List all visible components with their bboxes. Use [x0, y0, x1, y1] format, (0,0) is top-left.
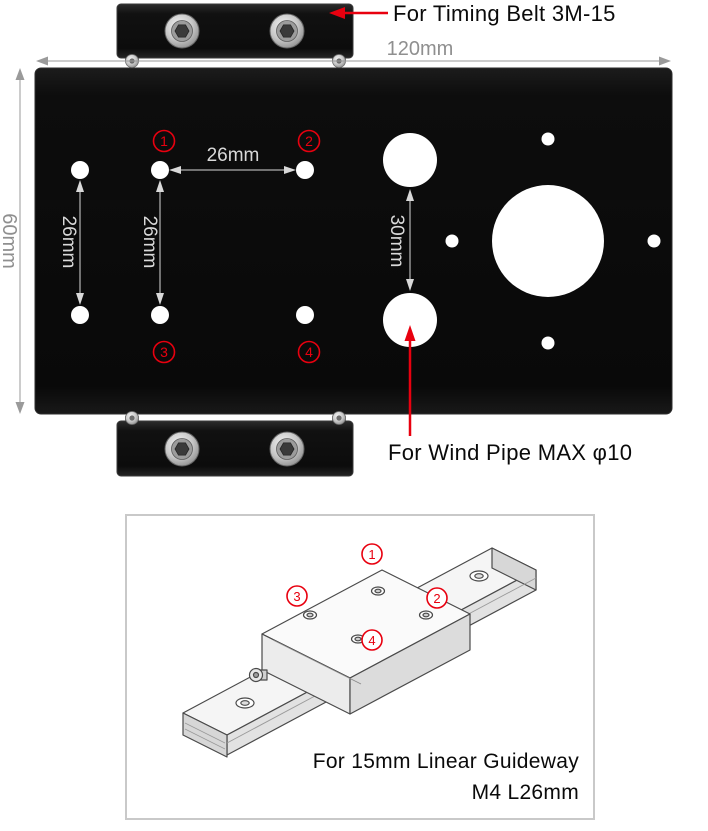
- plate-holes: [71, 132, 661, 350]
- guideway-caption-line2: M4 L26mm: [471, 780, 579, 804]
- carriage-block: [248, 569, 471, 715]
- plate-marker-4: 4: [297, 340, 321, 364]
- mount-hole-1: [151, 161, 169, 179]
- motor-mount-hole: [541, 336, 555, 350]
- svg-text:4: 4: [305, 344, 313, 360]
- annotation-timing-belt: For Timing Belt 3M-15: [393, 1, 616, 26]
- motor-mount-hole: [541, 132, 555, 146]
- small-screw-icon: [332, 411, 346, 425]
- guideway-marker-2: 2: [426, 587, 448, 609]
- svg-text:2: 2: [433, 591, 440, 606]
- plate-diagram: 120mm 60mm 26mm 26mm 26mm: [0, 3, 673, 477]
- motor-bore: [492, 185, 604, 297]
- dim-26mm-vl-label: 26mm: [58, 216, 79, 269]
- mount-hole-2: [296, 161, 314, 179]
- mount-hole-4: [296, 306, 314, 324]
- clamp-body: [116, 3, 354, 59]
- dim-plate-width: 120mm: [36, 38, 671, 66]
- plate-marker-3: 3: [152, 340, 176, 364]
- linear-guideway-panel: 1 2 3 4 For 15mm Linear Guideway M4 L26m…: [125, 514, 595, 820]
- socket-screw-icon: [269, 431, 305, 467]
- dim-26mm-horizontal: 26mm: [169, 145, 296, 174]
- svg-text:1: 1: [368, 547, 375, 562]
- timing-belt-arrow: [329, 7, 388, 19]
- timing-belt-clamp-top: [116, 3, 354, 62]
- motor-mount-hole: [445, 234, 459, 248]
- mounting-plate: [34, 67, 673, 415]
- plate-marker-1: 1: [152, 129, 176, 153]
- guideway-marker-4: 4: [361, 629, 383, 651]
- socket-screw-icon: [269, 13, 305, 49]
- mount-hole: [71, 161, 89, 179]
- socket-screw-icon: [164, 431, 200, 467]
- guideway-caption-line1: For 15mm Linear Guideway: [312, 750, 579, 774]
- svg-text:3: 3: [293, 589, 300, 604]
- dim-plate-height: 60mm: [0, 68, 25, 414]
- guideway-marker-1: 1: [361, 543, 383, 565]
- dim-26mm-vertical-mid: 26mm: [139, 180, 164, 305]
- dim-26mm-h-label: 26mm: [207, 145, 260, 166]
- mount-hole: [71, 306, 89, 324]
- plate-hole-markers: 1 2 3 4: [152, 129, 321, 364]
- wind-pipe-hole-top: [383, 133, 437, 187]
- dim-26mm-vm-label: 26mm: [139, 216, 160, 269]
- dim-height-label: 60mm: [0, 213, 20, 269]
- svg-text:1: 1: [160, 133, 168, 149]
- mount-hole-3: [151, 306, 169, 324]
- svg-text:4: 4: [368, 633, 375, 648]
- plate-marker-2: 2: [297, 129, 321, 153]
- guideway-hole-markers: 1 2 3 4: [286, 543, 448, 651]
- guideway-marker-3: 3: [286, 585, 308, 607]
- annotation-wind-pipe: For Wind Pipe MAX φ10: [388, 440, 633, 465]
- dim-30mm-vertical: 30mm: [386, 189, 414, 291]
- guideway-caption: For 15mm Linear Guideway M4 L26mm: [313, 747, 579, 808]
- dim-width-label: 120mm: [387, 38, 454, 60]
- wind-pipe-arrow: [404, 325, 416, 436]
- socket-screw-icon: [164, 13, 200, 49]
- linear-guideway-drawing: 1 2 3 4: [182, 543, 537, 758]
- dim-26mm-vertical-left: 26mm: [58, 180, 84, 305]
- wind-pipe-hole-bottom: [383, 293, 437, 347]
- dim-30mm-label: 30mm: [386, 215, 407, 268]
- svg-text:2: 2: [305, 133, 313, 149]
- plate-body: [34, 67, 673, 415]
- timing-belt-clamp-bottom: [116, 415, 354, 477]
- svg-text:3: 3: [160, 344, 168, 360]
- clamp-body: [116, 420, 354, 477]
- motor-mount-hole: [647, 234, 661, 248]
- small-screw-icon: [125, 411, 139, 425]
